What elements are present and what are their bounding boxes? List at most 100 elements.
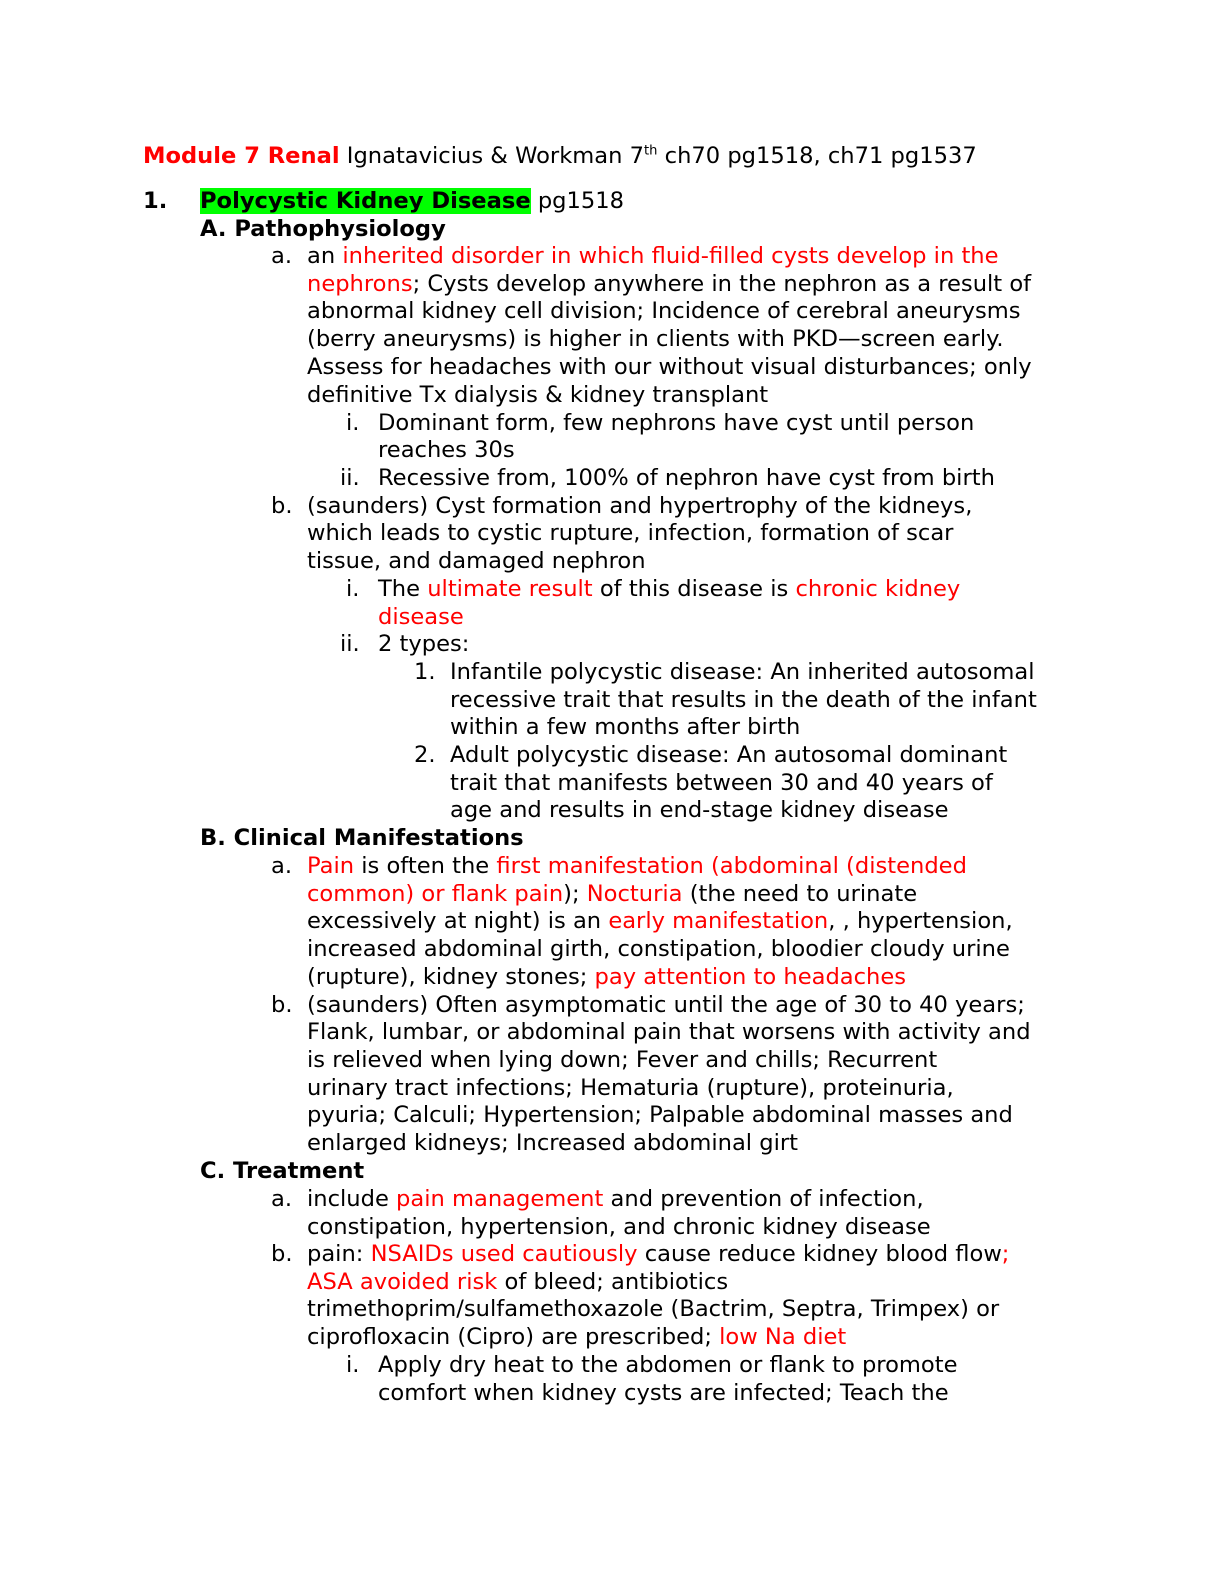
emphasis-text: early manifestation [608, 908, 829, 935]
body-text: cause reduce kidney blood flow [637, 1241, 1002, 1267]
types-label: 2 types: [378, 631, 470, 657]
text-line: (berry aneurysms) is higher in clients w… [307, 326, 1004, 354]
list-item-text: tissue, and damaged nephron [307, 548, 646, 574]
list-item-text: Infantile polycystic disease: An inherit… [450, 659, 1035, 685]
page-reference: pg1518 [530, 188, 625, 214]
list-item-text: Flank, lumbar, or abdominal pain that wo… [307, 1019, 1031, 1045]
section-heading: Polycystic Kidney Disease pg1518 [200, 188, 624, 216]
text-line: nephrons; Cysts develop anywhere in the … [307, 271, 1031, 299]
body-text: , , hypertension, [828, 908, 1013, 935]
list-item-text: which leads to cystic rupture, infection… [307, 520, 954, 546]
body-text: ciprofloxacin (Cipro) are prescribed; [307, 1324, 720, 1351]
body-text: (the need to urinate [682, 880, 918, 907]
body-text: definitive Tx dialysis & kidney transpla… [307, 381, 769, 408]
source-reference: Ignatavicius & Workman 7th ch70 pg1518, … [346, 143, 977, 169]
list-item-text: recessive trait that results in the deat… [450, 687, 1037, 713]
list-item-text: enlarged kidneys; Increased abdominal gi… [307, 1130, 799, 1156]
emphasis-text: low Na diet [719, 1324, 847, 1351]
list-marker: a. [271, 243, 293, 269]
list-marker: b. [271, 992, 293, 1018]
emphasis-text: pain management [396, 1186, 604, 1212]
text-line: Pain is often the first manifestation (a… [307, 853, 967, 881]
text-line: include pain management and prevention o… [307, 1186, 924, 1214]
emphasis-text: ASA avoided risk [307, 1268, 498, 1295]
subheading-clinical-manifestations: B. Clinical Manifestations [200, 825, 524, 851]
emphasis-text: ; [1001, 1241, 1010, 1267]
list-marker: i. [346, 1352, 360, 1378]
emphasis-text: inherited disorder in which fluid-filled… [342, 243, 999, 269]
text-line: common) or flank pain); Nocturia (the ne… [307, 881, 917, 909]
list-marker: a. [271, 1186, 293, 1212]
highlighted-heading: Polycystic Kidney Disease [200, 188, 531, 214]
ultimate-result-text-cont: disease [378, 604, 464, 632]
list-item-text: Recessive from, 100% of nephron have cys… [378, 465, 995, 491]
list-item-text: is relieved when lying down; Fever and c… [307, 1047, 938, 1073]
emphasis-text: common) or flank pain [307, 880, 564, 907]
subheading-treatment: C. Treatment [200, 1158, 365, 1184]
text-line: abnormal kidney cell division; Incidence… [307, 298, 1021, 326]
ultimate-result-text: The ultimate result of this disease is c… [378, 576, 960, 604]
body-text: ); [563, 880, 587, 907]
list-item-text: reaches 30s [378, 437, 515, 463]
text-line: ASA avoided risk of bleed; antibiotics [307, 1269, 728, 1297]
body-text: is often the [354, 853, 497, 879]
list-item-text: Adult polycystic disease: An autosomal d… [450, 742, 1008, 768]
list-marker: b. [271, 1241, 293, 1267]
body-text: ; Cysts develop anywhere in the nephron … [412, 270, 1032, 297]
text-line: increased abdominal girth, constipation,… [307, 936, 1010, 964]
body-text: (rupture), kidney stones; [307, 963, 595, 990]
body-text: Assess for headaches with our without vi… [307, 353, 1032, 380]
list-marker: ii. [340, 631, 360, 657]
list-item-text: pyuria; Calculi; Hypertension; Palpable … [307, 1102, 1013, 1128]
body-text: trimethoprim/sulfamethoxazole (Bactrim, … [307, 1296, 1000, 1323]
list-marker: ii. [340, 465, 360, 491]
body-text: pain: [307, 1241, 371, 1267]
list-marker: 2. [414, 742, 436, 768]
emphasis-text: chronic kidney [795, 576, 961, 602]
emphasis-text: first manifestation (abdominal (distende… [496, 853, 967, 879]
text-line: constipation, hypertension, and chronic … [307, 1214, 931, 1242]
emphasis-text: disease [378, 604, 464, 630]
module-label: Module 7 Renal [143, 143, 340, 169]
text-line: definitive Tx dialysis & kidney transpla… [307, 382, 768, 410]
list-item-text: Dominant form, few nephrons have cyst un… [378, 410, 975, 436]
text-line: (rupture), kidney stones; pay attention … [307, 964, 906, 992]
document-title: Module 7 Renal Ignatavicius & Workman 7t… [143, 143, 977, 171]
body-text: of this disease is [592, 576, 796, 602]
emphasis-text: nephrons [307, 270, 413, 297]
body-text: of bleed; antibiotics [497, 1268, 729, 1295]
section-number: 1. [143, 188, 168, 214]
list-item-text: (saunders) Often asymptomatic until the … [307, 992, 1025, 1018]
body-text: excessively at night) is an [307, 908, 609, 935]
text-line: trimethoprim/sulfamethoxazole (Bactrim, … [307, 1296, 999, 1324]
text-line: excessively at night) is an early manife… [307, 908, 1013, 936]
list-marker: 1. [414, 659, 436, 685]
body-text: abnormal kidney cell division; Incidence… [307, 298, 1021, 325]
emphasis-text: pay attention to headaches [594, 963, 907, 990]
list-item-text: urinary tract infections; Hematuria (rup… [307, 1075, 954, 1101]
list-marker: i. [346, 410, 360, 436]
body-text: The [378, 576, 428, 602]
body-text: and prevention of infection, [603, 1186, 924, 1212]
text-line: Assess for headaches with our without vi… [307, 354, 1032, 382]
body-text: (berry aneurysms) is higher in clients w… [307, 326, 1004, 353]
text-line: ciprofloxacin (Cipro) are prescribed; lo… [307, 1324, 846, 1352]
emphasis-text: ultimate result [427, 576, 593, 602]
body-text: include [307, 1186, 397, 1212]
list-item-text: trait that manifests between 30 and 40 y… [450, 770, 993, 796]
list-item-text: comfort when kidney cysts are infected; … [378, 1380, 949, 1406]
list-item-text: (saunders) Cyst formation and hypertroph… [307, 493, 973, 519]
body-text: constipation, hypertension, and chronic … [307, 1213, 931, 1240]
subheading-pathophysiology: A. Pathophysiology [200, 216, 446, 242]
list-marker: i. [346, 576, 360, 602]
text-line: pain: NSAIDs used cautiously cause reduc… [307, 1241, 1009, 1269]
body-text: increased abdominal girth, constipation,… [307, 936, 1010, 963]
list-item-text: within a few months after birth [450, 714, 801, 740]
emphasis-text: NSAIDs used cautiously [370, 1241, 638, 1267]
text-line: an inherited disorder in which fluid-fil… [307, 243, 999, 271]
emphasis-text: Pain [307, 853, 355, 879]
body-text: an [307, 243, 343, 269]
emphasis-text: Nocturia [586, 880, 683, 907]
list-item-text: age and results in end-stage kidney dise… [450, 797, 949, 823]
list-marker: b. [271, 493, 293, 519]
